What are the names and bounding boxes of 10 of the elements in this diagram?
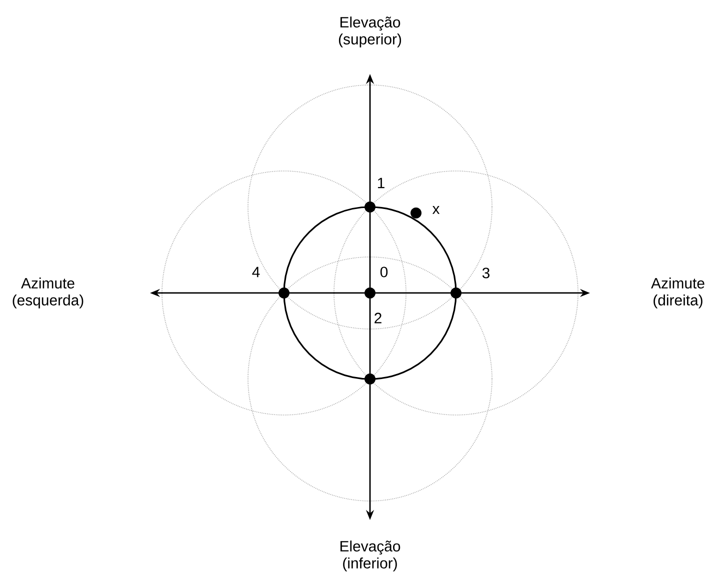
axis-label: Elevação (inferior) (340, 540, 400, 572)
axis-label: Elevação (superior) (338, 16, 402, 48)
point-label: x (432, 206, 440, 214)
point-number: 1 (378, 178, 384, 188)
point-number: 2 (374, 312, 382, 324)
axis-label: Azimute (esquerda) (12, 278, 84, 308)
point-number: 4 (252, 266, 260, 278)
point-number: 3 (482, 268, 490, 278)
axis-label: Azimute (direita) (651, 278, 704, 308)
point-number: 0 (380, 266, 388, 278)
